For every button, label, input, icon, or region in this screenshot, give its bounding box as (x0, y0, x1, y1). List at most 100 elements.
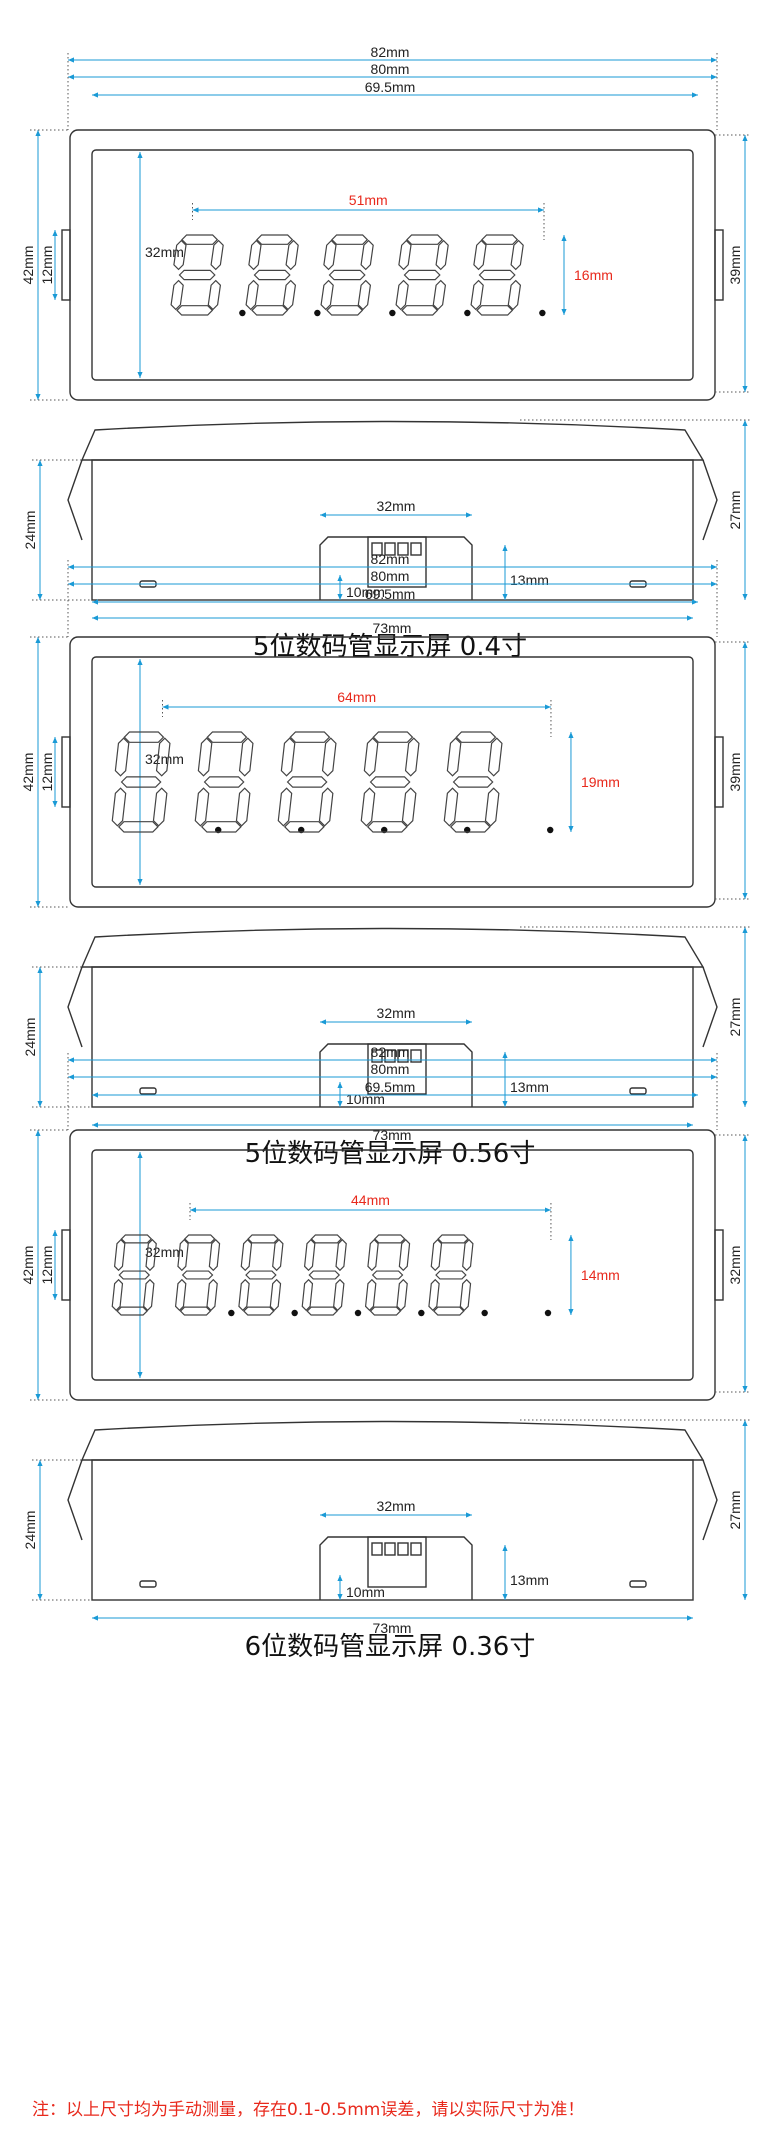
side-cap (80, 420, 705, 461)
segment (206, 731, 248, 743)
right-clip (714, 1229, 724, 1301)
segment (396, 1278, 408, 1312)
segment (395, 279, 409, 311)
segment (240, 1238, 253, 1272)
terminal-pin (410, 542, 422, 556)
right-flange (702, 1459, 718, 1541)
terminal-block (367, 536, 427, 588)
segment (437, 1234, 469, 1244)
label-total-height: 27mm (727, 491, 743, 530)
segment (372, 731, 414, 743)
segment (238, 737, 254, 777)
seven-segment-digit (360, 731, 471, 834)
segment (318, 787, 334, 827)
decimal-point (239, 309, 246, 317)
label-display-width: 51mm (349, 192, 388, 208)
seven-segment-digit (174, 1234, 298, 1317)
segment (238, 1278, 250, 1312)
label-window-width: 69.5mm (365, 586, 416, 602)
terminal-pin (384, 542, 396, 556)
terminal-pin (371, 542, 383, 556)
left-clip (61, 736, 71, 808)
segment (152, 787, 168, 827)
segment (143, 1278, 155, 1312)
segment (401, 305, 439, 316)
segment (320, 279, 334, 311)
segment (452, 776, 494, 788)
label-window-height: 32mm (145, 244, 184, 260)
segment (446, 737, 462, 777)
label-window-width: 69.5mm (365, 79, 416, 95)
segment (310, 1234, 343, 1244)
segment (253, 269, 291, 281)
right-clip (714, 736, 724, 808)
segment (462, 1238, 474, 1272)
segment (177, 1238, 189, 1272)
label-clip-height: 12mm (39, 246, 55, 285)
segment (111, 1278, 124, 1312)
segment (120, 1234, 153, 1244)
label-body-width: 73mm (373, 620, 412, 636)
segment (285, 239, 299, 271)
segment (433, 1306, 465, 1316)
terminal-pin (371, 1542, 383, 1556)
segment (272, 1238, 284, 1272)
segment (449, 821, 491, 833)
label-body-height: 24mm (22, 1018, 38, 1057)
seven-segment-digit (428, 1234, 552, 1317)
terminal-pin (397, 1542, 409, 1556)
terminal-pin (397, 542, 409, 556)
segment (247, 1234, 279, 1244)
label-right-height: 39mm (727, 753, 743, 792)
segment (269, 1278, 282, 1312)
terminal-pin (410, 1542, 422, 1556)
segment (455, 731, 497, 743)
seven-segment-digit (238, 1234, 362, 1317)
segment (478, 269, 516, 281)
decimal-point (418, 1309, 425, 1317)
label-body-width: 73mm (373, 1127, 412, 1143)
mount-slot-left (139, 1580, 157, 1588)
segment (369, 776, 411, 788)
segment (473, 239, 487, 271)
segment (248, 239, 262, 271)
left-clip (61, 229, 71, 301)
segment (245, 279, 259, 311)
segment (118, 1270, 151, 1280)
label-display-width: 44mm (351, 1192, 390, 1208)
segment (357, 279, 372, 311)
label-total-height: 27mm (727, 998, 743, 1037)
segment (428, 1278, 440, 1312)
segment (277, 787, 293, 827)
segment (208, 1238, 221, 1272)
segment (256, 234, 294, 245)
label-bezel-width: 80mm (371, 568, 410, 584)
label-right-height: 32mm (727, 1246, 743, 1285)
segment (179, 1306, 212, 1316)
seven-segment-digit (443, 731, 554, 834)
segment (243, 1306, 275, 1316)
segment (286, 776, 328, 788)
segment (207, 279, 222, 311)
label-total-height: 27mm (727, 1491, 743, 1530)
segment (113, 1238, 126, 1272)
segment (194, 787, 210, 827)
left-clip (61, 1229, 71, 1301)
segment (326, 305, 364, 316)
side-cap (80, 1420, 705, 1461)
segment (251, 305, 289, 316)
segment (176, 305, 214, 316)
segment (481, 234, 519, 245)
mount-slot-right (629, 1580, 647, 1588)
label-connector-width: 32mm (377, 1005, 416, 1021)
label-digit-height: 16mm (574, 267, 613, 283)
segment (301, 1278, 314, 1312)
segment (280, 737, 296, 777)
label-body-width: 73mm (373, 1620, 412, 1636)
segment (321, 737, 337, 777)
label-body-height: 24mm (22, 1511, 38, 1550)
terminal-pin (384, 1542, 396, 1556)
decimal-point (389, 309, 396, 317)
segment (432, 279, 447, 311)
